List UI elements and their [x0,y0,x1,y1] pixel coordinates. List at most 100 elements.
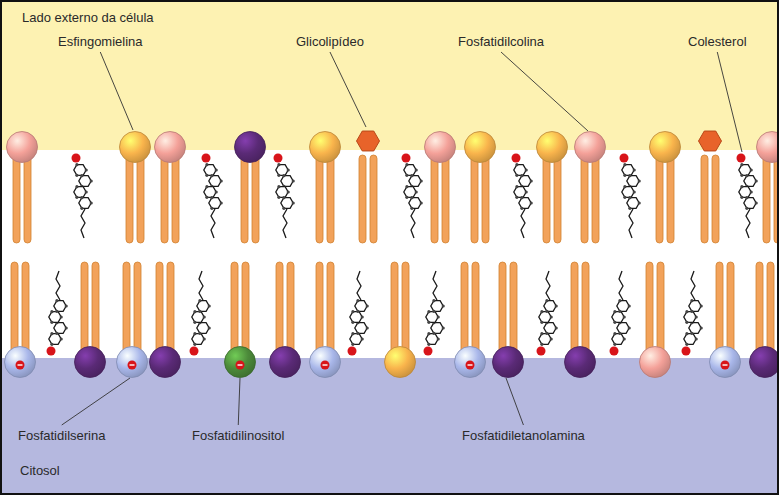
charge-sign [723,364,728,365]
cholesterol-tail [283,209,287,238]
carbon-atom [555,326,558,329]
steroid-ring [204,165,216,176]
carbon-atom [90,201,93,204]
steroid-ring [79,176,91,187]
carbon-atom [210,207,213,210]
lipid-tail [161,155,168,243]
carbon-atom [520,207,523,210]
carbon-atom [432,299,435,302]
steroid-ring [409,198,421,209]
carbon-atom [530,201,533,204]
cholesterol-tail [357,271,361,300]
carbon-atom [755,201,758,204]
steroid-ring [49,312,61,323]
carbon-atom [287,190,290,193]
carbon-atom [695,315,698,318]
lipid-tail [126,155,133,243]
carbon-atom [366,304,369,307]
carbon-atom [351,310,354,313]
carbon-atom [405,196,408,199]
band-label: Lado externo da célula [22,10,154,25]
lipid-tail [252,155,259,243]
carbon-atom [366,326,369,329]
carbon-atom [80,196,83,199]
carbon-atom [55,332,58,335]
carbon-atom [685,310,688,313]
carbon-atom [613,321,616,324]
carbon-atom [282,207,285,210]
carbon-atom [405,174,408,177]
carbon-atom [193,321,196,324]
lipid-tail [402,262,409,354]
carbon-atom [690,299,693,302]
carbon-atom [80,174,83,177]
carbon-atom [745,196,748,199]
carbon-atom [623,174,626,177]
carbon-atom [618,332,621,335]
charge-sign [18,364,23,365]
carbon-atom [525,190,528,193]
carbon-atom [405,163,408,166]
carbon-atom [545,332,548,335]
lipid-tail [442,155,449,243]
phospholipid-head [235,132,266,163]
carbon-atom [60,315,63,318]
carbon-atom [85,168,88,171]
carbon-atom [65,304,68,307]
carbon-atom [442,326,445,329]
carbon-atom [277,196,280,199]
steroid-ring [744,198,756,209]
carbon-atom [700,326,703,329]
steroid-ring [409,176,421,187]
carbon-atom [545,299,548,302]
cholesterol [274,154,295,239]
carbon-atom [685,321,688,324]
leader-line [330,52,366,127]
steroid-ring [612,312,624,323]
cholesterol [402,154,423,239]
cholesterol [202,154,223,239]
charge-mark [466,361,475,370]
carbon-atom [628,326,631,329]
carbon-atom [685,332,688,335]
carbon-atom [750,168,753,171]
carbon-atom [437,315,440,318]
leader-line [100,52,133,130]
carbon-atom [220,201,223,204]
phospholipid-head [537,132,568,163]
carbon-atom [740,196,743,199]
fatty-acid-tails [11,155,779,354]
carbon-atom [685,343,688,346]
cholesterol-molecules [47,154,758,356]
carbon-atom [361,337,364,340]
carbon-atom [432,310,435,313]
lipid-tail [756,262,763,354]
steroid-ring [192,334,204,345]
hydroxyl-group [537,347,546,356]
lipid-tail [646,262,653,354]
carbon-atom [623,337,626,340]
carbon-atom [623,185,626,188]
carbon-atom [356,310,359,313]
carbon-atom [75,196,78,199]
lipid-tail [727,262,734,354]
carbon-atom [205,185,208,188]
carbon-atom [437,337,440,340]
lipid-tail [472,262,479,354]
lipid-tail [510,262,517,354]
carbon-atom [695,337,698,340]
lipid-tail [316,155,323,243]
carbon-atom [50,310,53,313]
carbon-atom [540,332,543,335]
lipid-tail [767,262,774,354]
phospholipid-head [7,132,38,163]
carbon-atom [55,299,58,302]
carbon-atom [198,332,201,335]
cholesterol [737,154,758,239]
lipid-tail [241,155,248,243]
carbon-atom [628,304,631,307]
steroid-ring [612,334,624,345]
carbon-atom [405,185,408,188]
carbon-atom [215,190,218,193]
lipid-tail [431,155,438,243]
